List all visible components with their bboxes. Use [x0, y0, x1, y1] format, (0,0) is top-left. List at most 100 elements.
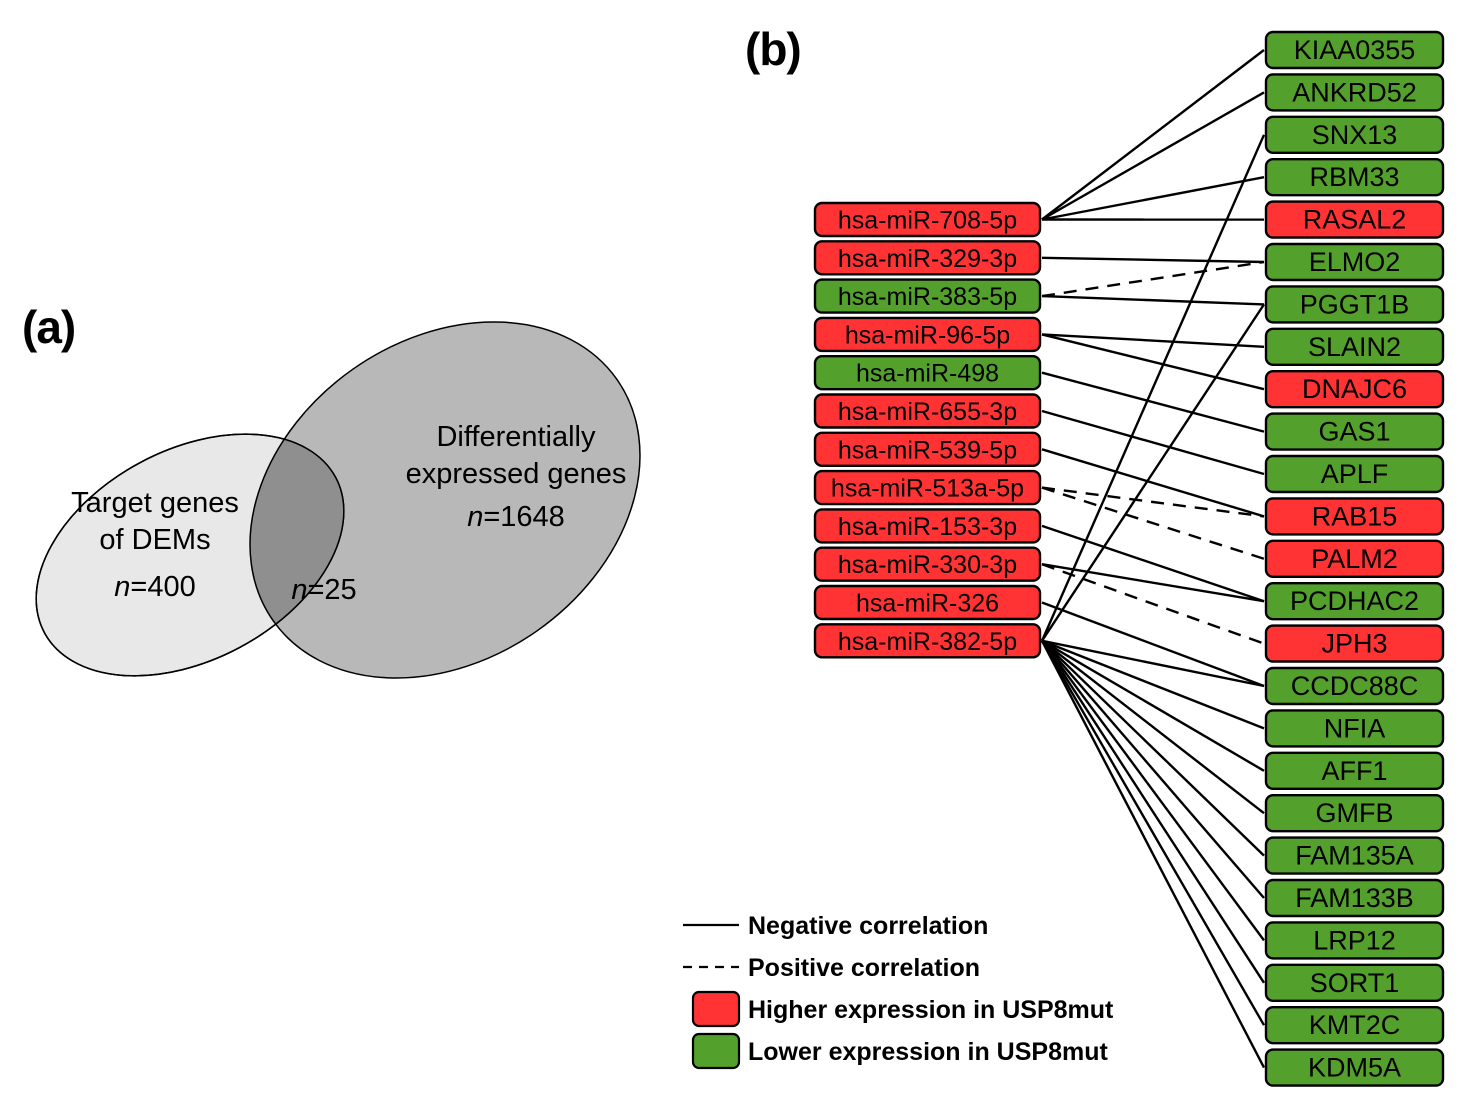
mirna-node-hsa-mir-513a-5p-label: hsa-miR-513a-5p — [831, 475, 1024, 503]
edge-negative — [1041, 409, 1265, 476]
gene-node-fam133b[interactable]: FAM133B — [1264, 878, 1445, 918]
edge-negative — [1041, 256, 1265, 264]
gene-node-aff1[interactable]: AFF1 — [1264, 751, 1445, 790]
venn-left-n-value: =400 — [130, 571, 195, 603]
gene-node-ankrd52[interactable]: ANKRD52 — [1264, 73, 1445, 112]
venn-overlap-n-prefix: n — [291, 574, 307, 606]
mirna-node-hsa-mir-539-5p[interactable]: hsa-miR-539-5p — [813, 431, 1042, 467]
mirna-node-hsa-mir-383-5p[interactable]: hsa-miR-383-5p — [813, 278, 1042, 314]
edge-layer — [1040, 49, 1266, 1069]
mirna-node-hsa-mir-383-5p-label: hsa-miR-383-5p — [838, 283, 1017, 311]
mirna-node-hsa-mir-329-3p[interactable]: hsa-miR-329-3p — [813, 240, 1042, 276]
edge-negative — [1041, 639, 1265, 730]
mirna-node-hsa-mir-655-3p[interactable]: hsa-miR-655-3p — [813, 393, 1042, 429]
mirna-node-hsa-mir-498[interactable]: hsa-miR-498 — [813, 355, 1042, 391]
mirna-node-hsa-mir-326-label: hsa-miR-326 — [856, 590, 999, 618]
mirna-node-hsa-mir-708-5p-box — [813, 201, 1042, 238]
gene-node-kiaa0355[interactable]: KIAA0355 — [1264, 30, 1445, 70]
legend-label: Higher expression in USP8mut — [748, 996, 1114, 1024]
gene-node-fam135a-box — [1264, 836, 1445, 875]
edge-negative — [1041, 640, 1265, 899]
gene-node-palm2[interactable]: PALM2 — [1264, 539, 1445, 578]
gene-node-kmt2c-box — [1264, 1006, 1445, 1045]
gene-node-lrp12-label: LRP12 — [1313, 925, 1396, 955]
gene-node-kdm5a-label: KDM5A — [1308, 1053, 1401, 1083]
gene-node-slain2[interactable]: SLAIN2 — [1264, 327, 1445, 366]
gene-node-aff1-label: AFF1 — [1321, 756, 1387, 786]
gene-node-ccdc88c[interactable]: CCDC88C — [1264, 666, 1445, 706]
edge-positive — [1041, 260, 1265, 298]
gene-node-dnajc6-box — [1264, 370, 1445, 409]
gene-node-slain2-box — [1264, 327, 1445, 366]
gene-node-rab15-box — [1264, 497, 1445, 536]
gene-node-rab15[interactable]: RAB15 — [1264, 497, 1445, 536]
edge-negative — [1041, 371, 1265, 433]
mirna-node-hsa-mir-329-3p-label: hsa-miR-329-3p — [838, 245, 1017, 273]
edge-negative — [1041, 49, 1265, 221]
gene-node-snx13[interactable]: SNX13 — [1264, 115, 1445, 155]
gene-node-kdm5a[interactable]: KDM5A — [1264, 1048, 1445, 1087]
venn-overlap-n-value: =25 — [307, 574, 356, 606]
gene-node-pcdhac2[interactable]: PCDHAC2 — [1264, 582, 1445, 621]
gene-node-snx13-label: SNX13 — [1312, 120, 1398, 150]
gene-node-gas1-label: GAS1 — [1318, 417, 1390, 447]
mirna-node-hsa-mir-326[interactable]: hsa-miR-326 — [813, 584, 1042, 621]
gene-node-layer: KIAA0355ANKRD52SNX13RBM33RASAL2ELMO2PGGT… — [1264, 30, 1445, 1087]
gene-node-nfia-label: NFIA — [1324, 713, 1386, 743]
venn-right-n-value: =1648 — [483, 501, 564, 533]
gene-node-pcdhac2-label: PCDHAC2 — [1290, 586, 1419, 616]
edge-negative — [1041, 601, 1265, 688]
venn-intersection-count: n=25 — [291, 574, 356, 606]
mirna-node-hsa-mir-96-5p-box — [813, 316, 1042, 353]
gene-node-gmfb[interactable]: GMFB — [1264, 794, 1445, 833]
edge-negative — [1041, 563, 1265, 603]
mirna-node-hsa-mir-153-3p[interactable]: hsa-miR-153-3p — [813, 508, 1042, 544]
mirna-node-hsa-mir-329-3p-box — [813, 240, 1042, 276]
gene-node-elmo2[interactable]: ELMO2 — [1264, 242, 1445, 282]
mirna-node-hsa-mir-330-3p[interactable]: hsa-miR-330-3p — [813, 546, 1042, 582]
gene-node-ankrd52-label: ANKRD52 — [1292, 77, 1417, 107]
mirna-node-hsa-mir-513a-5p[interactable]: hsa-miR-513a-5p — [813, 469, 1042, 506]
edge-negative — [1040, 134, 1266, 642]
gene-node-aplf-label: APLF — [1321, 459, 1389, 489]
mirna-node-hsa-mir-96-5p-label: hsa-miR-96-5p — [845, 321, 1010, 349]
mirna-node-hsa-mir-383-5p-box — [813, 278, 1042, 314]
gene-node-nfia[interactable]: NFIA — [1264, 709, 1445, 748]
gene-node-ankrd52-box — [1264, 73, 1445, 112]
legend-label: Positive correlation — [748, 954, 980, 982]
venn-right-n-prefix: n — [467, 501, 483, 533]
gene-node-pggt1b[interactable]: PGGT1B — [1264, 285, 1445, 324]
gene-node-rbm33-label: RBM33 — [1309, 162, 1399, 192]
mirna-node-hsa-mir-382-5p[interactable]: hsa-miR-382-5p — [813, 623, 1042, 659]
mirna-node-hsa-mir-153-3p-label: hsa-miR-153-3p — [838, 513, 1017, 541]
gene-node-gas1[interactable]: GAS1 — [1264, 412, 1445, 451]
gene-node-jph3-box — [1264, 624, 1445, 663]
mirna-node-hsa-mir-539-5p-label: hsa-miR-539-5p — [838, 436, 1017, 464]
gene-node-rasal2[interactable]: RASAL2 — [1264, 200, 1445, 239]
edge-negative — [1041, 524, 1265, 603]
edge-negative — [1041, 448, 1265, 518]
mirna-node-hsa-mir-708-5p[interactable]: hsa-miR-708-5p — [813, 201, 1042, 238]
legend-label: Lower expression in USP8mut — [748, 1038, 1108, 1066]
gene-node-kmt2c[interactable]: KMT2C — [1264, 1006, 1445, 1045]
edge-negative — [1041, 91, 1265, 221]
gene-node-aplf[interactable]: APLF — [1264, 454, 1445, 494]
gene-node-fam135a[interactable]: FAM135A — [1264, 836, 1445, 875]
edge-negative — [1040, 303, 1266, 642]
mirna-node-hsa-mir-382-5p-box — [813, 623, 1042, 659]
edge-positive — [1041, 563, 1265, 645]
gene-node-dnajc6[interactable]: DNAJC6 — [1264, 370, 1445, 409]
gene-node-elmo2-label: ELMO2 — [1309, 247, 1401, 277]
edge-negative — [1040, 640, 1266, 1069]
mirna-node-hsa-mir-539-5p-box — [813, 431, 1042, 467]
mirna-node-hsa-mir-330-3p-label: hsa-miR-330-3p — [838, 551, 1017, 579]
edge-negative — [1041, 294, 1265, 306]
gene-node-jph3[interactable]: JPH3 — [1264, 624, 1445, 663]
mirna-node-hsa-mir-96-5p[interactable]: hsa-miR-96-5p — [813, 316, 1042, 353]
gene-node-lrp12[interactable]: LRP12 — [1264, 921, 1445, 960]
gene-node-rbm33[interactable]: RBM33 — [1264, 157, 1445, 197]
gene-node-sort1[interactable]: SORT1 — [1264, 963, 1445, 1002]
